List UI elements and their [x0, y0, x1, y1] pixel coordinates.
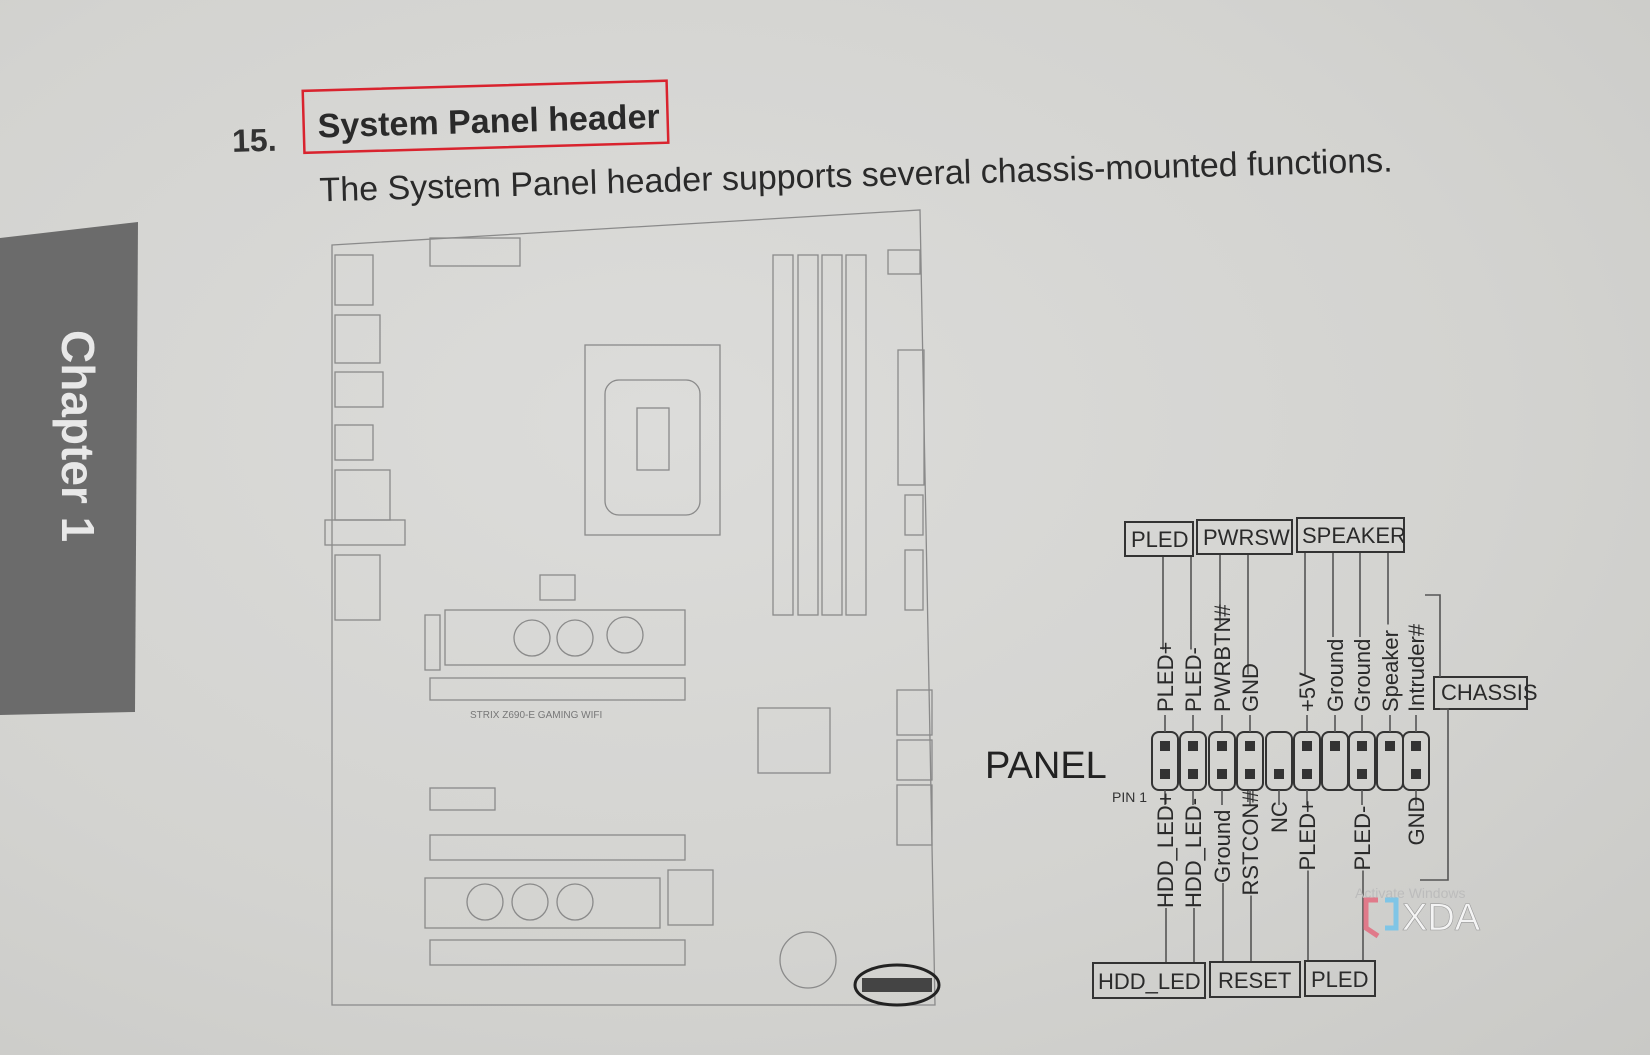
pin-pair	[1265, 731, 1293, 791]
pin1-label: PIN 1	[1112, 789, 1147, 805]
bottom-pin-label: NC	[1267, 801, 1292, 833]
top-pin-label: Ground	[1323, 639, 1348, 712]
chapter-tab-label: Chapter 1	[52, 330, 104, 542]
bottom-pin-label: Ground	[1210, 810, 1235, 883]
pin	[1302, 741, 1312, 751]
pin-pair	[1179, 731, 1207, 791]
pin	[1385, 741, 1395, 751]
panel-name: PANEL	[985, 745, 1107, 787]
pin	[1245, 769, 1255, 779]
panel-header-location-marker	[853, 963, 941, 1007]
pin	[1357, 769, 1367, 779]
group-pled-bottom: PLED	[1311, 967, 1368, 992]
bottom-pin-label: PLED-	[1350, 806, 1375, 871]
activate-windows-text: Activate Windows	[1355, 885, 1465, 901]
bottom-pin-label: PLED+	[1295, 800, 1320, 870]
panel-pinout: PANEL PIN 1 PLED+ HDD_LED+ PLED- HDD_LED- PW…	[985, 517, 1538, 999]
group-pled-top: PLED	[1131, 527, 1188, 552]
section-number: 15.	[232, 122, 277, 159]
bottom-pin-label: HDD_LED+	[1153, 792, 1178, 908]
pin-pair	[1293, 731, 1321, 791]
pin	[1217, 769, 1227, 779]
xda-logo: XDA	[1363, 897, 1481, 939]
top-pin-label: PLED+	[1153, 642, 1178, 712]
motherboard-diagram: STRIX Z690-E GAMING WIFI	[324, 209, 941, 1007]
pin	[1160, 741, 1170, 751]
pin-pair	[1321, 731, 1349, 791]
chapter-tab: Chapter 1	[0, 222, 138, 715]
pin	[1217, 741, 1227, 751]
top-pin-label: Speaker	[1378, 630, 1403, 712]
section-description: The System Panel header supports several…	[319, 141, 1393, 209]
bottom-pin-label: RSTCON#	[1238, 790, 1263, 896]
bottom-pin-label: GND	[1404, 797, 1429, 846]
pin	[1302, 769, 1312, 779]
group-speaker: SPEAKER	[1302, 523, 1406, 548]
section-title: System Panel header	[317, 98, 660, 146]
top-pin-label: Ground	[1350, 639, 1375, 712]
pin	[1245, 741, 1255, 751]
top-pin-label: GND	[1238, 663, 1263, 712]
pin	[1357, 741, 1367, 751]
group-chassis: CHASSIS	[1441, 680, 1538, 705]
pin	[1411, 769, 1421, 779]
pin-pair	[1208, 731, 1236, 791]
title-highlight-box	[301, 79, 670, 155]
pin	[1188, 741, 1198, 751]
pin-pair	[1236, 731, 1264, 791]
pin-pair	[1348, 731, 1376, 791]
pin-pair	[1376, 731, 1404, 791]
svg-text:XDA: XDA	[1402, 897, 1481, 939]
pin	[1330, 741, 1340, 751]
top-pin-label: PLED-	[1181, 647, 1206, 712]
group-hdd-led: HDD_LED	[1098, 969, 1201, 994]
group-reset: RESET	[1218, 968, 1291, 993]
board-model-label: STRIX Z690-E GAMING WIFI	[470, 710, 602, 721]
pin	[1160, 769, 1170, 779]
pin-pair	[1151, 731, 1179, 791]
pin-pair	[1402, 731, 1430, 791]
group-pwrsw: PWRSW	[1203, 525, 1290, 550]
watermark: Activate Windows XDA	[1355, 885, 1481, 939]
top-pin-label: Intruder#	[1404, 623, 1429, 712]
pin	[1274, 769, 1284, 779]
top-pin-label: PWRBTN#	[1210, 604, 1235, 712]
pin	[1188, 769, 1198, 779]
bottom-pin-label: HDD_LED-	[1181, 798, 1206, 908]
top-pin-label: +5V	[1295, 672, 1320, 712]
pin	[1411, 741, 1421, 751]
